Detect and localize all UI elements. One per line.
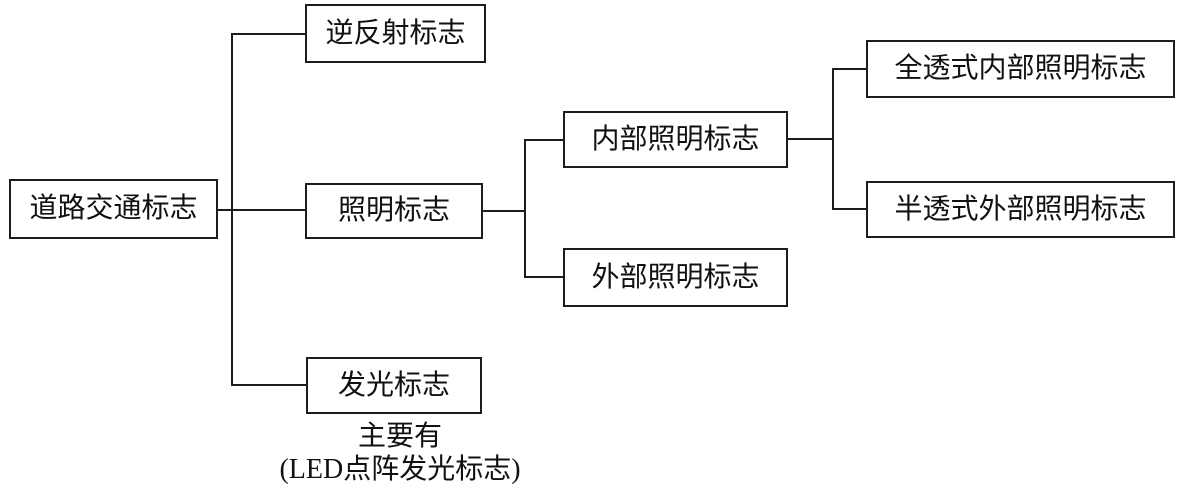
node-illuminated-signs: 照明标志 — [305, 183, 483, 239]
node-internally-illuminated-signs: 内部照明标志 — [563, 111, 788, 168]
luminous-note: 主要有 (LED点阵发光标志) — [240, 420, 560, 486]
node-road-traffic-signs: 道路交通标志 — [9, 179, 218, 239]
luminous-note-line1: 主要有 — [357, 421, 442, 452]
node-luminous-signs: 发光标志 — [306, 357, 482, 414]
node-semi-transmissive-external-signs: 半透式外部照明标志 — [866, 181, 1175, 238]
node-externally-illuminated-signs: 外部照明标志 — [563, 248, 788, 307]
luminous-note-line2: (LED点阵发光标志) — [279, 454, 521, 485]
node-fully-transmissive-internal-signs: 全透式内部照明标志 — [866, 40, 1175, 98]
node-retroreflective-signs: 逆反射标志 — [305, 4, 486, 63]
